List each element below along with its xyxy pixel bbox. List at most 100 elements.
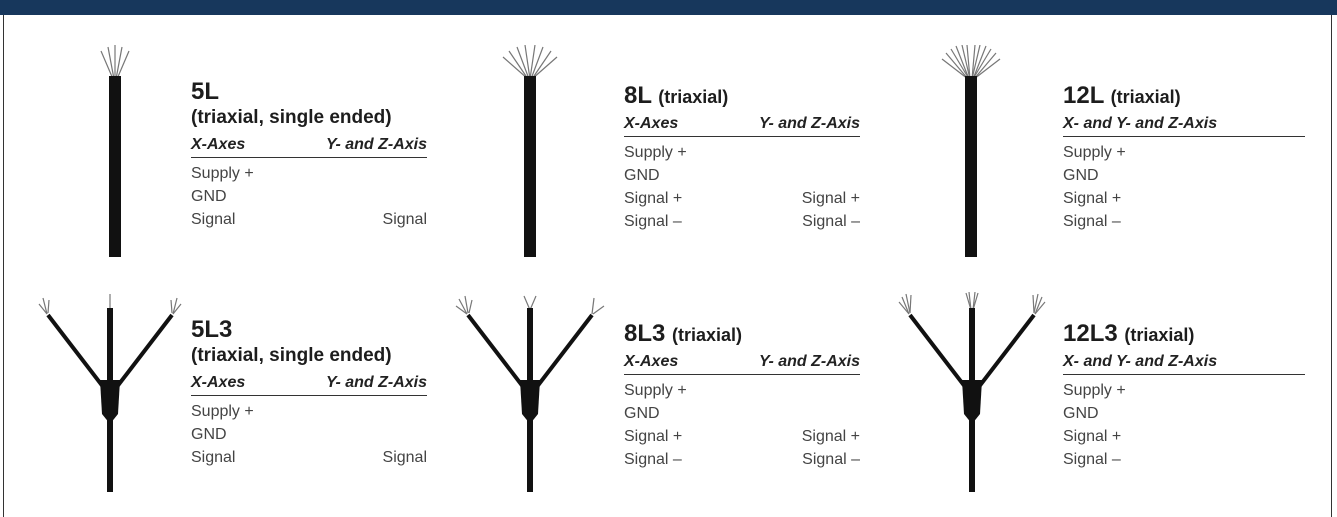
header-col-2: Y- and Z-Axis xyxy=(325,374,427,391)
pinout-row: Signal + xyxy=(1063,425,1305,448)
cable-title: 8L (triaxial) xyxy=(624,82,860,111)
header-col-1: X- and Y- and Z-Axis xyxy=(1063,115,1218,132)
row-col-1: Signal – xyxy=(624,451,682,468)
cable-entry-5l3: 5L3 (triaxial, single ended) X-Axes Y- a… xyxy=(191,316,427,469)
header-col-2: Y- and Z-Axis xyxy=(758,353,860,370)
row-col-1: Signal xyxy=(191,449,236,466)
row-col-1: Signal + xyxy=(624,428,683,445)
cable-title: 5L xyxy=(191,78,427,106)
header-col-2: Y- and Z-Axis xyxy=(758,115,860,132)
row-col-1: Signal – xyxy=(624,213,682,230)
pinout-row: GND xyxy=(624,164,860,187)
row-col-2: Signal – xyxy=(802,451,860,468)
row-col-1: Supply + xyxy=(191,403,254,420)
pinout-header: X- and Y- and Z-Axis xyxy=(1063,114,1305,137)
cable-entry-5l: 5L (triaxial, single ended) X-Axes Y- an… xyxy=(191,78,427,231)
row-col-2: Signal xyxy=(382,211,427,228)
row-col-1: GND xyxy=(624,167,660,184)
pinout-rows: Supply + GND Signal Signal xyxy=(191,400,427,469)
pinout-rows: Supply + GND Signal + Signal – xyxy=(1063,379,1305,471)
cable-model: 5L3 xyxy=(191,316,233,343)
row-col-2: Signal + xyxy=(801,428,860,445)
cable-type: (triaxial) xyxy=(1110,87,1181,107)
pinout-rows: Supply + GND Signal + Signal + Signal – Si… xyxy=(624,379,860,471)
row-col-1: GND xyxy=(191,426,227,443)
cable-type: (triaxial) xyxy=(672,325,743,345)
header-col-1: X-Axes xyxy=(624,353,679,370)
pinout-rows: Supply + GND Signal Signal xyxy=(191,162,427,231)
row-col-1: Supply + xyxy=(624,382,687,399)
pinout-header: X- and Y- and Z-Axis xyxy=(1063,352,1305,375)
row-col-1: Supply + xyxy=(1063,382,1126,399)
content-frame xyxy=(3,15,1332,517)
row-col-1: Signal + xyxy=(624,190,683,207)
row-col-1: GND xyxy=(1063,167,1099,184)
pinout-row: GND xyxy=(1063,402,1305,425)
row-col-1: Signal – xyxy=(1063,213,1121,230)
cable-type: (triaxial) xyxy=(658,87,729,107)
pinout-rows: Supply + GND Signal +Signal + Signal –Si… xyxy=(624,141,860,233)
pinout-row: Supply + xyxy=(624,379,860,402)
pinout-header: X-Axes Y- and Z-Axis xyxy=(624,352,860,375)
pinout-row: Supply + xyxy=(1063,141,1305,164)
pinout-rows: Supply + GND Signal + Signal – xyxy=(1063,141,1305,233)
cable-title: 12L3 (triaxial) xyxy=(1063,320,1305,349)
cable-subtitle: (triaxial, single ended) xyxy=(191,107,392,128)
row-col-1: Supply + xyxy=(1063,144,1126,161)
row-col-1: Supply + xyxy=(624,144,687,161)
single-cable-5-wire-icon xyxy=(100,45,130,257)
row-col-1: GND xyxy=(1063,405,1099,422)
pinout-row: Signal + Signal + xyxy=(624,187,860,210)
pinout-row: GND xyxy=(1063,164,1305,187)
cable-entry-8l3: 8L3 (triaxial) X-Axes Y- and Z-Axis Supp… xyxy=(624,320,860,471)
header-col-1: X- and Y- and Z-Axis xyxy=(1063,353,1218,370)
pinout-row: Signal Signal xyxy=(191,208,427,231)
cable-title: 5L3 xyxy=(191,316,427,344)
pinout-row: GND xyxy=(191,423,427,446)
pinout-row: Supply + xyxy=(624,141,860,164)
cable-type: (triaxial) xyxy=(1124,325,1195,345)
header-col-1: X-Axes xyxy=(191,136,246,153)
pinout-header: X-Axes Y- and Z-Axis xyxy=(624,114,860,137)
cable-model: 5L xyxy=(191,78,220,105)
header-col-1: X-Axes xyxy=(191,374,246,391)
split-cable-5-wire-icon xyxy=(38,294,182,492)
row-col-2: Signal xyxy=(382,449,427,466)
row-col-1: GND xyxy=(191,188,227,205)
cable-title: 8L3 (triaxial) xyxy=(624,320,860,349)
pinout-row: Supply + xyxy=(191,162,427,185)
pinout-row: Supply + xyxy=(191,400,427,423)
header-col-1: X-Axes xyxy=(624,115,679,132)
row-col-1: Signal xyxy=(191,211,236,228)
cable-model: 12L3 xyxy=(1063,320,1118,347)
cable-title: 12L (triaxial) xyxy=(1063,82,1305,111)
pinout-row: Signal – Signal – xyxy=(624,210,860,233)
cable-entry-12l: 12L (triaxial) X- and Y- and Z-Axis Supp… xyxy=(1063,82,1305,233)
row-col-1: Supply + xyxy=(191,165,254,182)
cable-entry-12l3: 12L3 (triaxial) X- and Y- and Z-Axis Sup… xyxy=(1063,320,1305,471)
single-cable-12-wire-icon xyxy=(941,45,1001,257)
pinout-row: Supply + xyxy=(1063,379,1305,402)
header-bar xyxy=(0,0,1337,15)
pinout-row: Signal + xyxy=(1063,187,1305,210)
cable-model: 8L3 xyxy=(624,320,666,347)
row-col-2: Signal – xyxy=(802,213,860,230)
pinout-row: Signal + Signal + xyxy=(624,425,860,448)
row-col-2: Signal + xyxy=(801,190,860,207)
cable-entry-8l: 8L (triaxial) X-Axes Y- and Z-Axis Suppl… xyxy=(624,82,860,233)
cable-model: 8L xyxy=(624,82,652,109)
row-col-1: Signal – xyxy=(1063,451,1121,468)
pinout-row: GND xyxy=(624,402,860,425)
split-cable-8-wire-icon xyxy=(455,295,605,492)
pinout-header: X-Axes Y- and Z-Axis xyxy=(191,135,427,158)
cable-subtitle: (triaxial, single ended) xyxy=(191,345,392,366)
pinout-header: X-Axes Y- and Z-Axis xyxy=(191,373,427,396)
cable-model: 12L xyxy=(1063,82,1104,109)
pinout-row: Signal – xyxy=(1063,448,1305,471)
header-col-2: Y- and Z-Axis xyxy=(325,136,427,153)
row-col-1: GND xyxy=(624,405,660,422)
single-cable-8-wire-icon xyxy=(502,45,558,257)
row-col-1: Signal + xyxy=(1063,190,1122,207)
pinout-row: Signal Signal xyxy=(191,446,427,469)
row-col-1: Signal + xyxy=(1063,428,1122,445)
